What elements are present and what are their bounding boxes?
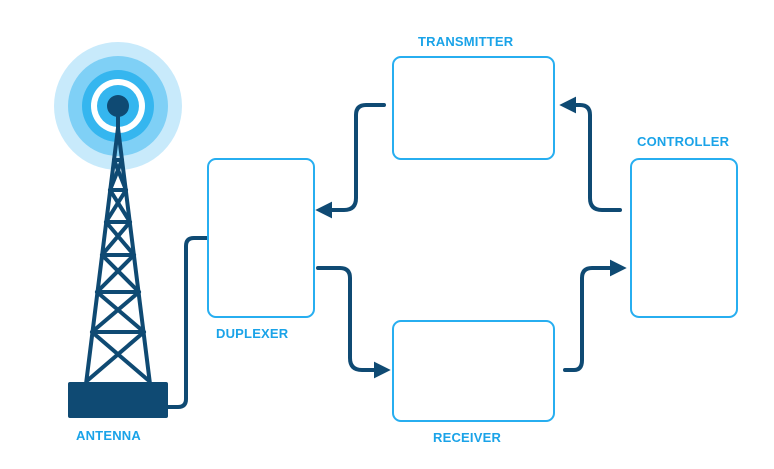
transmitter-label: TRANSMITTER [418, 34, 514, 49]
duplexer-box [207, 158, 315, 318]
controller-box [630, 158, 738, 318]
controller-label: CONTROLLER [637, 134, 730, 149]
signal-waves [54, 42, 182, 170]
duplexer-label: DUPLEXER [216, 326, 289, 341]
radio-tower-icon [84, 114, 152, 386]
receiver-label: RECEIVER [433, 430, 502, 445]
antenna-to-duplexer-line [166, 236, 236, 409]
duplexer-to-receiver-arrow [316, 266, 391, 379]
connectors [166, 96, 627, 409]
receiver-to-controller-arrow [563, 259, 627, 372]
controller-to-transmitter-arrow [559, 96, 622, 212]
antenna-label: ANTENNA [76, 428, 141, 443]
transmitter-to-duplexer-arrow [315, 103, 386, 219]
antenna-base [68, 382, 168, 418]
transmitter-box [392, 56, 555, 160]
receiver-box [392, 320, 555, 422]
